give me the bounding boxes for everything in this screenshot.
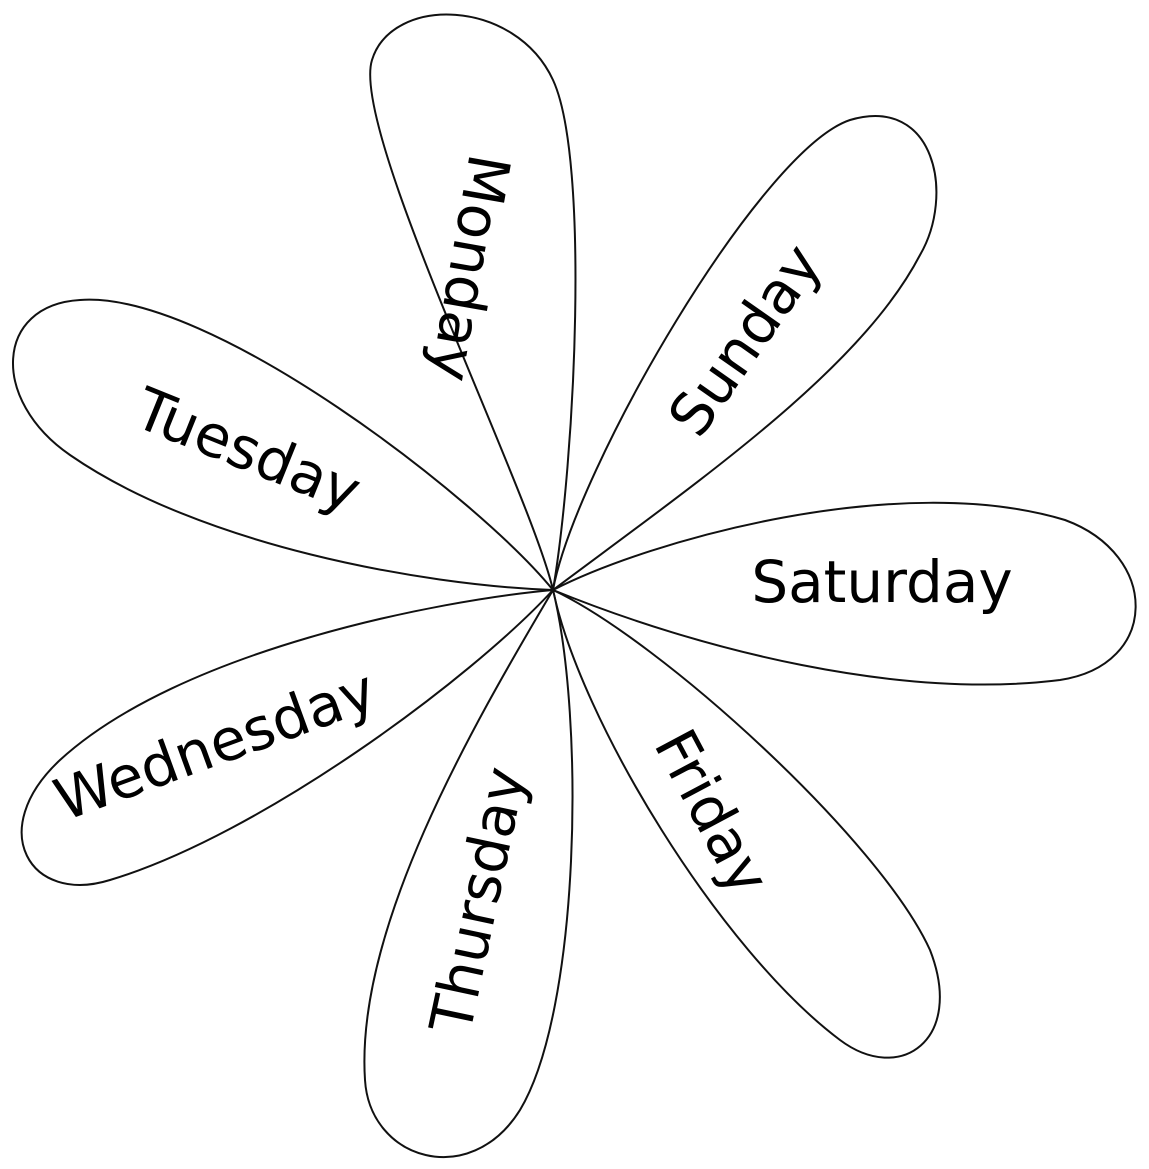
petal-saturday-label: Saturday (751, 548, 1012, 616)
